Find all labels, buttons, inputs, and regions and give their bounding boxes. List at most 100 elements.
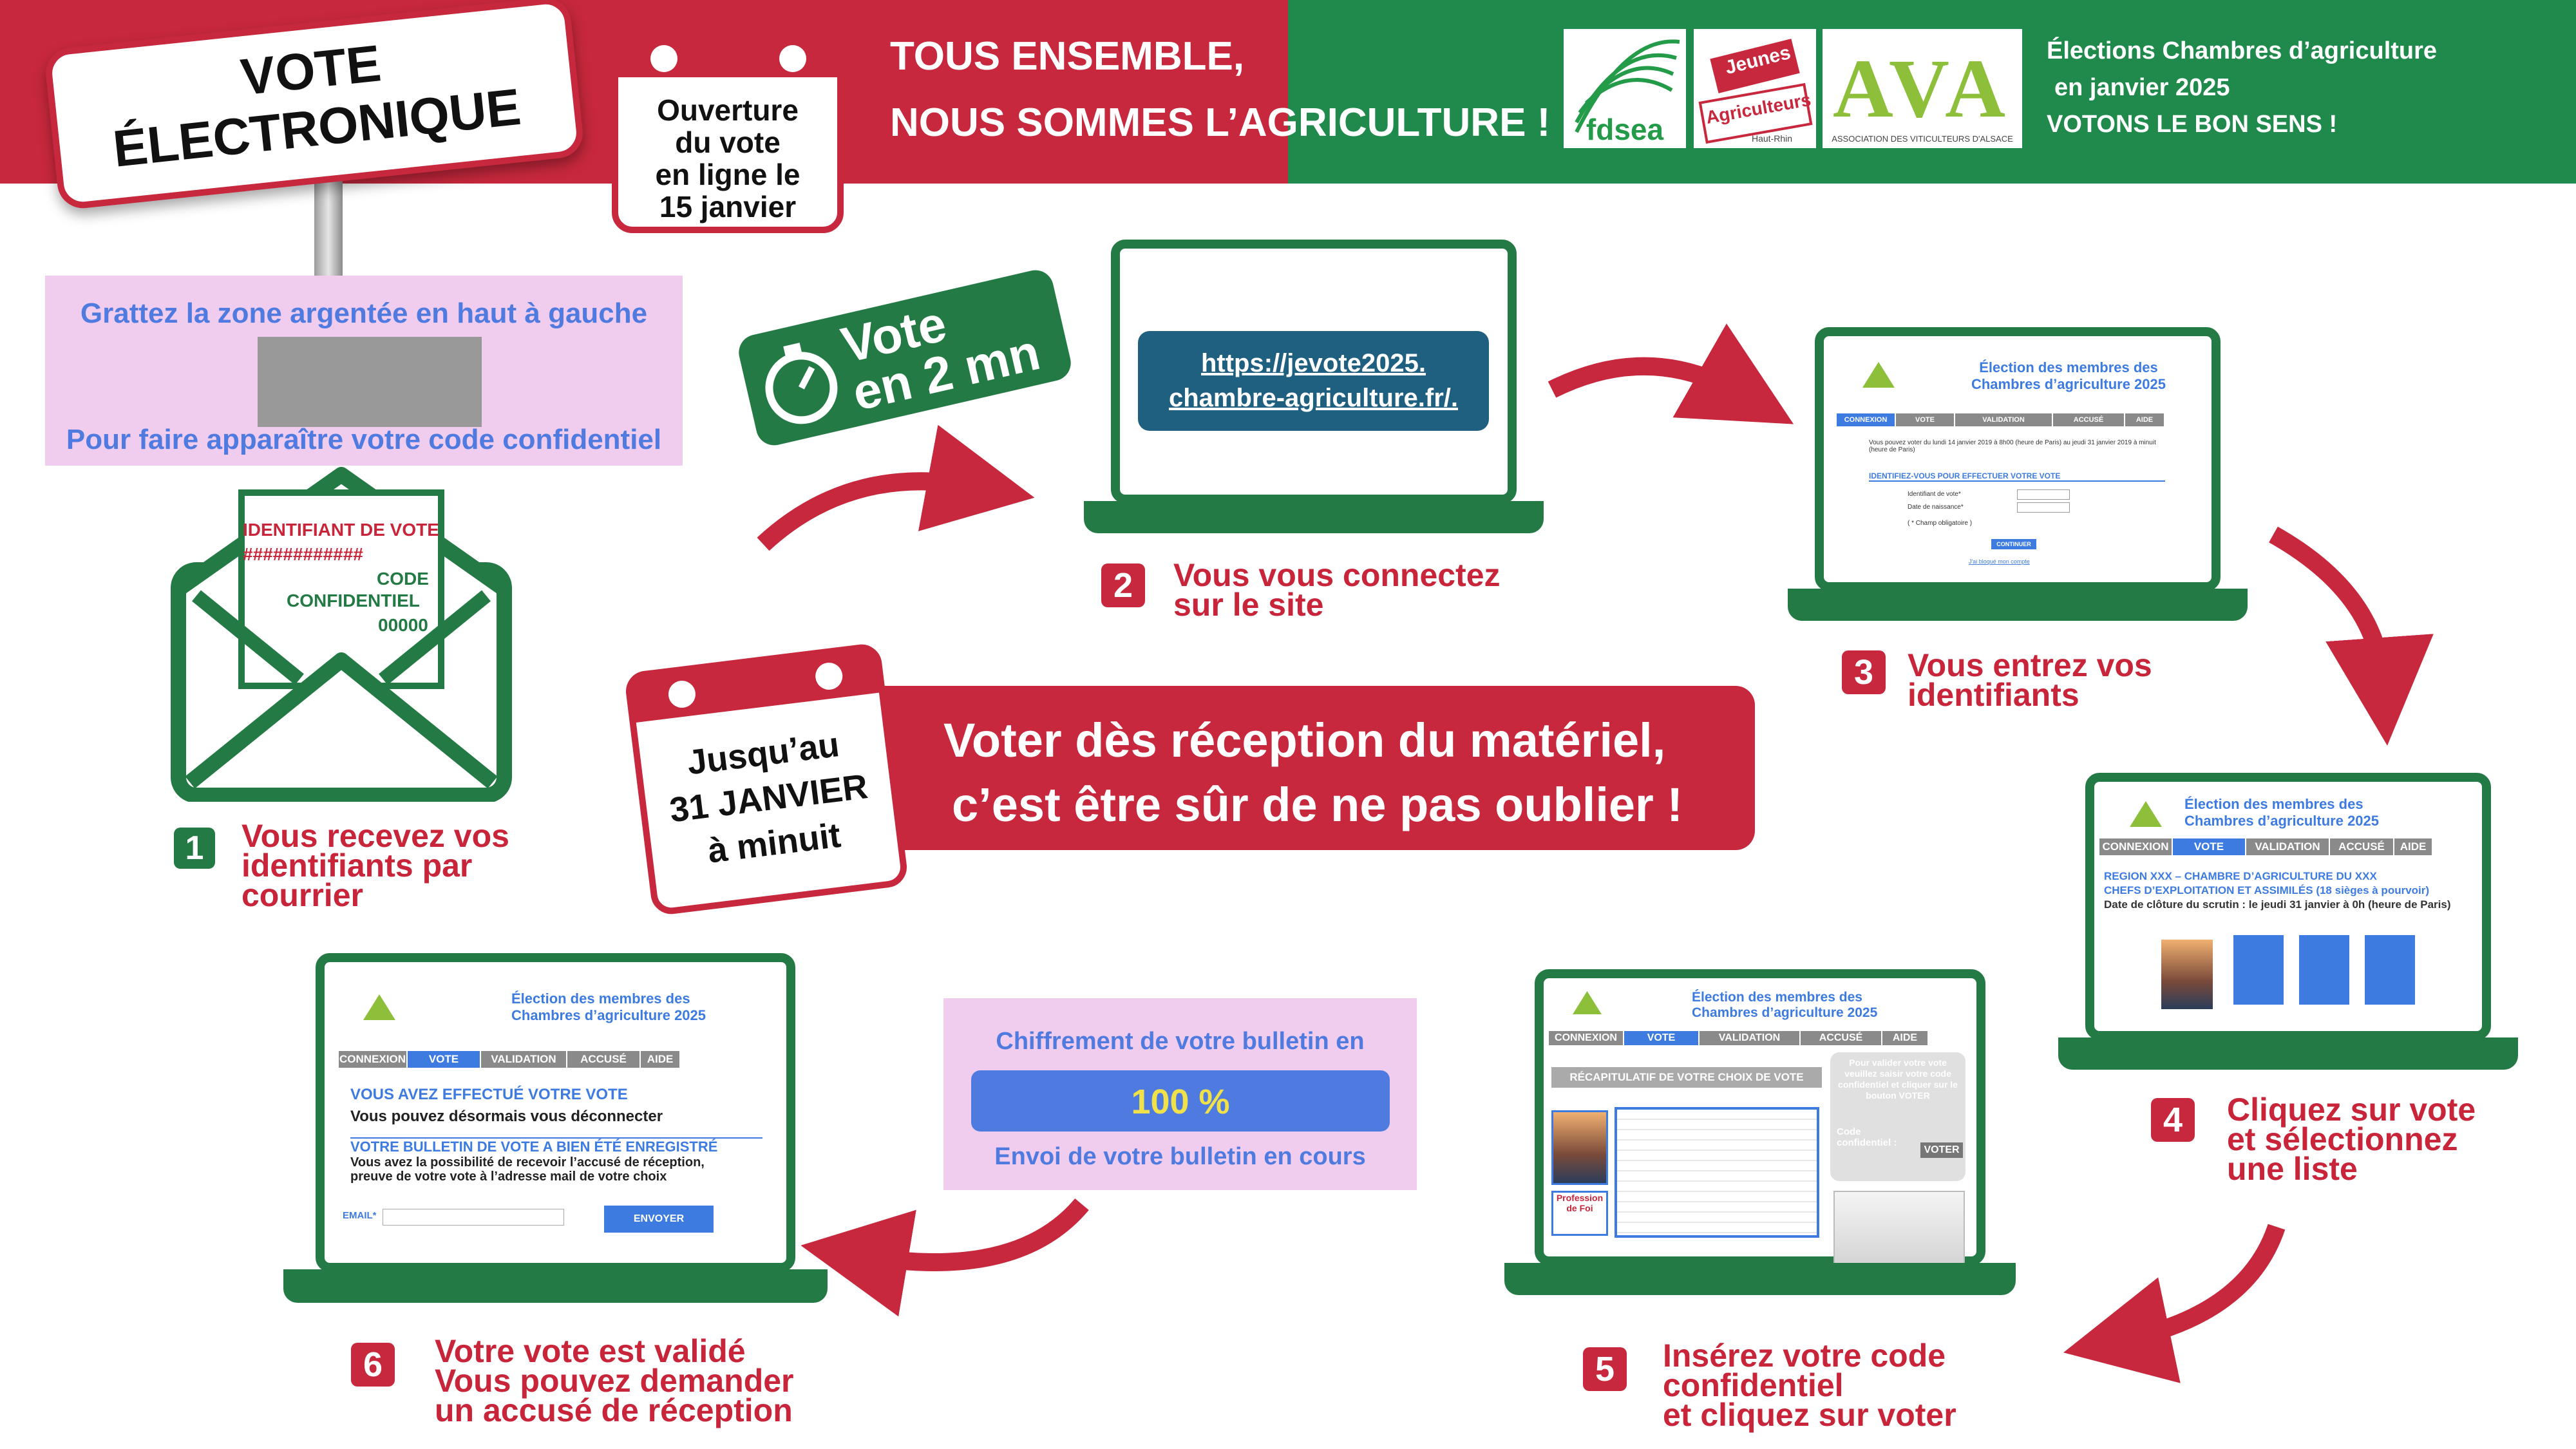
step-line: sur le site: [1173, 587, 1324, 623]
tab-validation[interactable]: VALIDATION: [1700, 1031, 1801, 1045]
laptop-step5-screen: Élection des membres des Chambres d’agri…: [1535, 969, 1985, 1265]
title-line: Chambres d’agriculture 2025: [2184, 813, 2380, 829]
step6-number: 6: [351, 1343, 395, 1387]
chambre-logo-icon: [363, 994, 395, 1020]
code-label-1: CODE: [377, 569, 429, 589]
tab-aide[interactable]: AIDE: [2394, 838, 2433, 855]
list-card[interactable]: [2365, 935, 2415, 1005]
step3-text: Vous entrez vos identifiants: [1908, 647, 2152, 713]
laptop-step6-screen: Élection des membres des Chambres d’agri…: [316, 953, 795, 1272]
login-required: ( * Champ obligatoire ): [1908, 520, 1973, 527]
deadline-text: Jusqu’au 31 JANVIER à minuit: [639, 716, 898, 880]
election-line1: Élections Chambres d’agriculture: [2047, 37, 2438, 64]
tab-aide[interactable]: AIDE: [1882, 1031, 1929, 1045]
tab-accuse[interactable]: ACCUSÉ: [2053, 413, 2125, 426]
tab-vote[interactable]: VOTE: [408, 1051, 481, 1068]
tab-connexion[interactable]: CONNEXION: [2099, 838, 2173, 855]
step-line: et sélectionnez: [2227, 1121, 2458, 1157]
chambre-logo-icon: [1573, 991, 1602, 1014]
reminder-banner: Voter dès réception du matériel, c’est ê…: [818, 686, 1755, 850]
tab-aide[interactable]: AIDE: [641, 1051, 681, 1068]
login-field2-input[interactable]: [2017, 502, 2070, 513]
tab-vote[interactable]: VOTE: [1624, 1031, 1700, 1045]
title-line: Élection des membres des: [2184, 796, 2363, 812]
tab-validation[interactable]: VALIDATION: [481, 1051, 567, 1068]
recap-hint: Pour valider votre vote veuillez saisir …: [1838, 1057, 1958, 1101]
step-line: Vous recevez vos: [242, 818, 509, 854]
vote-2mn-badge: Vote en 2 mn: [735, 267, 1075, 449]
ja-sub: Haut-Rhin: [1752, 133, 1793, 144]
sign-pole: [314, 174, 343, 283]
tab-accuse[interactable]: ACCUSÉ: [2330, 838, 2394, 855]
tab-vote[interactable]: VOTE: [2173, 838, 2246, 855]
done-email-input[interactable]: [383, 1209, 564, 1226]
slogan-line2: NOUS SOMMES L’AGRICULTURE !: [890, 100, 1551, 145]
url-line2[interactable]: chambre-agriculture.fr/.: [1168, 384, 1458, 412]
step5-text: Insérez votre code confidentiel et cliqu…: [1663, 1340, 1956, 1433]
tab-validation[interactable]: VALIDATION: [2246, 838, 2330, 855]
fdsea-logo-icon: fdsea: [1575, 39, 1680, 146]
fdsea-text: fdsea: [1586, 113, 1664, 146]
ava-logo: AVA ASSOCIATION DES VITICULTEURS D'ALSAC…: [1823, 29, 2022, 148]
done-email-label: EMAIL*: [343, 1210, 377, 1221]
stopwatch-icon: [765, 343, 838, 424]
encryption-progress-fill: [971, 1070, 1390, 1132]
recap-code-label: Code confidentiel :: [1837, 1126, 1897, 1148]
tab-accuse[interactable]: ACCUSÉ: [1801, 1031, 1882, 1045]
arrow-step5-to-6: [800, 1198, 1089, 1317]
profession-de-foi-thumb[interactable]: [2161, 940, 2213, 1009]
region-info: REGION XXX – CHAMBRE D’AGRICULTURE DU XX…: [2104, 869, 2484, 912]
laptop-step3-screen: Élection des membres des Chambres d’agri…: [1815, 327, 2221, 591]
arrow-step1-to-2: [757, 424, 1035, 551]
chambre-logo-icon: [2130, 801, 2162, 827]
banner-line2: c’est être sûr de ne pas oublier !: [952, 778, 1683, 831]
calendar-ring: [650, 45, 677, 72]
step-line: Vous pouvez demander: [435, 1363, 794, 1399]
step-line: un accusé de réception: [435, 1392, 793, 1428]
recap-title-header: Élection des membres des Chambres d’agri…: [1692, 990, 1949, 1021]
envelope: IDENTIFIANT DE VOTE ############ CODE CO…: [171, 467, 512, 803]
step1-number: 1: [174, 828, 215, 869]
tab-vote[interactable]: VOTE: [1896, 413, 1955, 426]
step-line: identifiants: [1908, 677, 2079, 713]
tab-connexion[interactable]: CONNEXION: [339, 1051, 408, 1068]
list-card[interactable]: [2299, 935, 2349, 1005]
login-blocked-link[interactable]: J'ai bloqué mon compte: [1969, 558, 2030, 565]
tab-aide[interactable]: AIDE: [2125, 413, 2165, 426]
recap-candidate-list: [1615, 1107, 1819, 1238]
arrow-step4-to-5: [2063, 1224, 2286, 1383]
step-line: Vous entrez vos: [1908, 647, 2152, 683]
deadline-calendar: Jusqu’au 31 JANVIER à minuit: [623, 642, 909, 916]
done-tabs: CONNEXION VOTE VALIDATION ACCUSÉ AIDE: [339, 1051, 681, 1068]
election-line3: VOTONS LE BON SENS !: [2047, 111, 2338, 138]
login-title: Élection des membres des Chambres d’agri…: [1946, 359, 2191, 393]
encryption-title: Chiffrement de votre bulletin en: [996, 1028, 1365, 1055]
calendar-line: 15 janvier: [659, 190, 797, 223]
step1-text: Vous recevez vos identifiants par courri…: [242, 818, 509, 911]
tab-validation[interactable]: VALIDATION: [1955, 413, 2053, 426]
calendar-line: en ligne le: [655, 158, 800, 191]
scratch-line2: Pour faire apparaître votre code confide…: [66, 424, 662, 455]
title-line: Élection des membres des: [1692, 990, 1862, 1005]
recap-vote-button[interactable]: VOTER: [1920, 1142, 1963, 1158]
calendar-line: Ouverture: [657, 93, 799, 127]
recap-profession[interactable]: Profession de Foi: [1551, 1191, 1608, 1236]
jeunes-agriculteurs-logo: Jeunes Agriculteurs Haut-Rhin: [1694, 29, 1816, 148]
opening-calendar-text: Ouverture du vote en ligne le 15 janvier: [618, 94, 837, 223]
step-line: identifiants par: [242, 848, 473, 884]
tab-accuse[interactable]: ACCUSÉ: [567, 1051, 641, 1068]
region-line: REGION XXX – CHAMBRE D’AGRICULTURE DU XX…: [2104, 870, 2377, 882]
list-card[interactable]: [2233, 935, 2284, 1005]
step-line: et cliquez sur voter: [1663, 1397, 1956, 1433]
recap-tabs: CONNEXION VOTE VALIDATION ACCUSÉ AIDE: [1549, 1031, 1929, 1045]
url-line1[interactable]: https://jevote2025.: [1200, 349, 1426, 377]
url-box[interactable]: https://jevote2025. chambre-agriculture.…: [1138, 331, 1489, 431]
login-continue-button[interactable]: CONTINUER: [1991, 539, 2036, 549]
laptop-step5-base: [1504, 1263, 2016, 1295]
login-field1-input[interactable]: [2017, 489, 2070, 500]
recap-heading: RÉCAPITULATIF DE VOTRE CHOIX DE VOTE: [1551, 1067, 1822, 1088]
done-heading: VOUS AVEZ EFFECTUÉ VOTRE VOTE: [350, 1086, 628, 1103]
done-send-button[interactable]: ENVOYER: [604, 1206, 714, 1233]
tab-connexion[interactable]: CONNEXION: [1549, 1031, 1624, 1045]
tab-connexion[interactable]: CONNEXION: [1837, 413, 1896, 426]
